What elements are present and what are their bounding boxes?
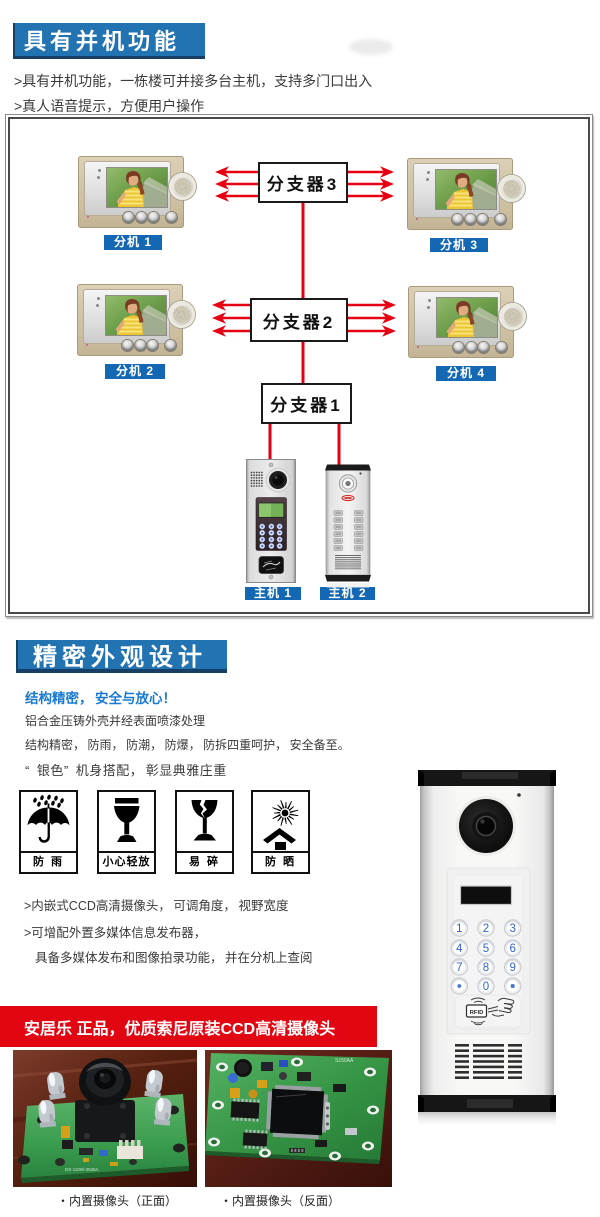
svg-text:4: 4	[456, 943, 463, 955]
svg-text:9: 9	[509, 962, 515, 974]
svg-text:S150AA: S150AA	[335, 1058, 354, 1064]
svg-text:7: 7	[456, 962, 462, 974]
svg-text:5: 5	[483, 943, 489, 955]
svg-text:8: 8	[483, 962, 489, 974]
svg-text:2: 2	[483, 923, 489, 935]
svg-text:RFID: RFID	[470, 1010, 484, 1016]
svg-text:6: 6	[509, 943, 515, 955]
svg-text:DS-110W-3845A: DS-110W-3845A	[65, 1167, 99, 1172]
svg-text:1: 1	[456, 923, 462, 935]
svg-text:0: 0	[483, 981, 489, 993]
svg-text:3: 3	[509, 923, 515, 935]
